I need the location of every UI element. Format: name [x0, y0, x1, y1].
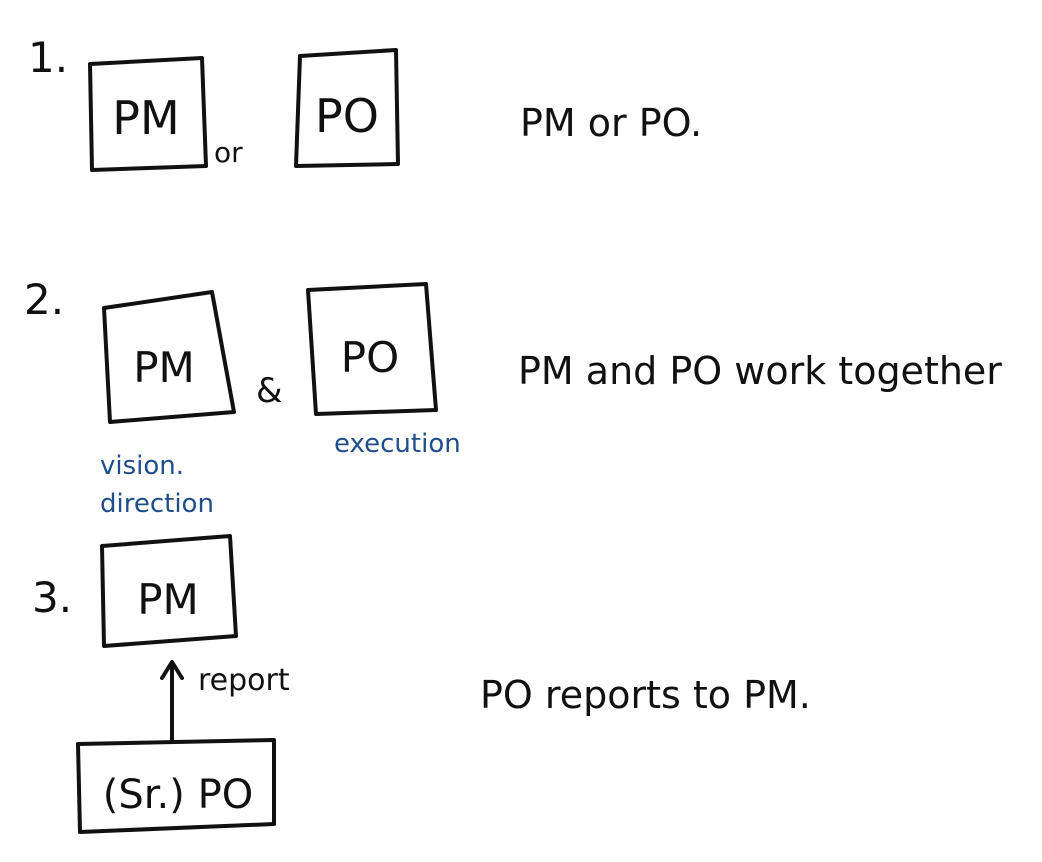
section-1-pm-label: PM [112, 91, 179, 145]
section-2-po-note: execution [334, 429, 461, 459]
section-2-pm-box [102, 290, 236, 424]
section-3-summary: PO reports to PM. [480, 673, 811, 717]
section-1: 1. PM or PO PM or PO. [28, 33, 702, 172]
section-3: 3. PM report (Sr.) PO PO reports to PM. [32, 534, 811, 834]
section-1-po-label: PO [315, 89, 379, 143]
section-2-pm-label: PM [133, 343, 195, 392]
section-2-number: 2. [24, 275, 64, 324]
section-1-connector: or [214, 136, 243, 169]
section-1-pm-box [88, 56, 208, 172]
section-2-po-box [306, 282, 438, 416]
section-2: 2. PM & PO PM and PO work together visio… [24, 275, 1002, 519]
section-2-summary: PM and PO work together [518, 349, 1002, 393]
section-3-po-box [76, 738, 276, 834]
section-3-arrow-label: report [198, 663, 290, 698]
section-1-number: 1. [28, 33, 68, 82]
section-1-summary: PM or PO. [520, 101, 702, 145]
section-2-pm-note-line2: direction [100, 489, 214, 519]
section-3-number: 3. [32, 573, 72, 622]
section-2-connector: & [256, 371, 283, 411]
section-3-pm-box [100, 534, 238, 648]
section-1-po-box [294, 48, 400, 168]
section-3-po-label: (Sr.) PO [103, 772, 253, 818]
section-2-pm-note-line1: vision. [100, 451, 184, 481]
section-2-po-label: PO [341, 333, 399, 382]
section-3-pm-label: PM [137, 575, 199, 624]
section-3-report-arrowhead [160, 660, 184, 680]
